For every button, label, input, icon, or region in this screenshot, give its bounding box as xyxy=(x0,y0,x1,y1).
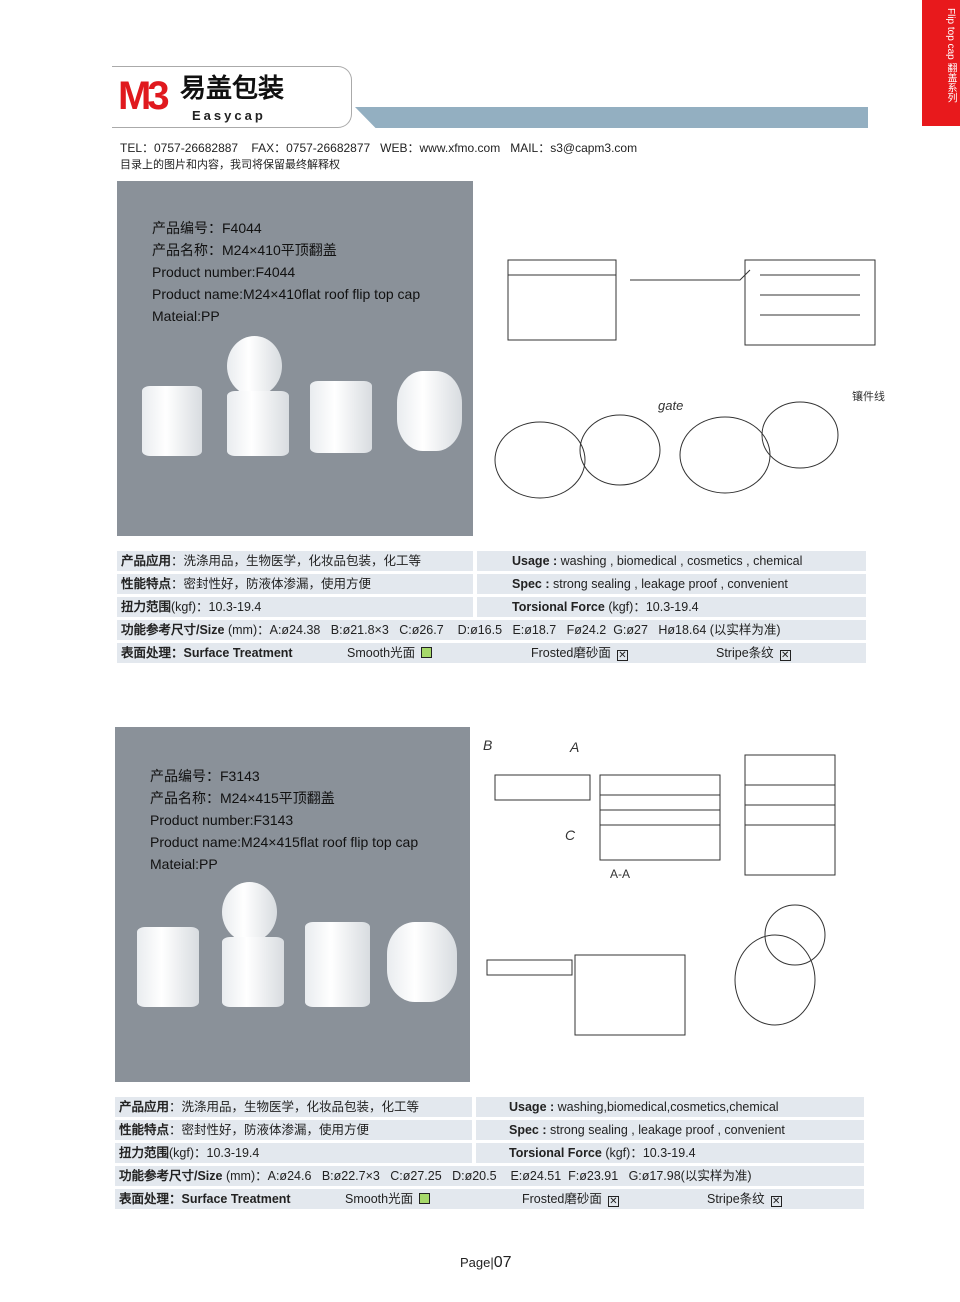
product-number-cn: 产品编号：F3143 xyxy=(150,768,260,784)
product-name-en: Product name:M24×415flat roof flip top c… xyxy=(150,834,419,850)
logo-english: Easycap xyxy=(192,108,266,123)
usage-en-row: Usage : washing , biomedical , cosmetics… xyxy=(477,551,866,571)
size-row: 功能参考尺寸/Size (mm)：A:ø24.38 B:ø21.8×3 C:ø2… xyxy=(117,620,866,640)
page-number: Page|07 xyxy=(460,1254,512,1271)
product-name-cn: 产品名称：M24×415平顶翻盖 xyxy=(150,790,335,806)
technical-drawing: B A C A-A xyxy=(483,737,836,1036)
section-a-label: A xyxy=(569,739,579,755)
technical-drawing: gate 镶件线 xyxy=(494,259,885,499)
usage-en-row: Usage : washing,biomedical,cosmetics,che… xyxy=(476,1097,864,1117)
checkbox-crossed: ✕ xyxy=(770,1196,782,1207)
torque-en-row: Torsional Force (kgf)：10.3-19.4 xyxy=(476,1143,864,1163)
spec-en-row: Spec : strong sealing , leakage proof , … xyxy=(476,1120,864,1140)
product-name-cn: 产品名称：M24×410平顶翻盖 xyxy=(152,242,337,258)
torque-cn-row: 扭力范围(kgf)：10.3-19.4 xyxy=(117,597,473,617)
spec-cn-row: 性能特点：密封性好，防液体渗漏，使用方便 xyxy=(117,574,473,594)
surface-option-smooth: Smooth光面 xyxy=(347,643,433,663)
section-c-label: C xyxy=(565,827,576,843)
logo-chinese: 易盖包装 xyxy=(180,74,285,104)
contact-info: TEL：0757-26682887 FAX：0757-26682877 WEB：… xyxy=(120,141,638,155)
torque-en-row: Torsional Force (kgf)：10.3-19.4 xyxy=(477,597,866,617)
spec-en-row: Spec : strong sealing , leakage proof , … xyxy=(477,574,866,594)
material: Mateial:PP xyxy=(152,308,220,324)
cap-photo-side xyxy=(305,922,370,1007)
checkbox-crossed: ✕ xyxy=(607,1196,619,1207)
section-tab: Flip top cap 翻盖系列 xyxy=(922,0,960,126)
torque-cn-row: 扭力范围(kgf)：10.3-19.4 xyxy=(115,1143,472,1163)
cap-photo-bottom xyxy=(397,371,462,451)
cap-photo-open xyxy=(222,937,284,1007)
surface-option-smooth: Smooth光面 xyxy=(345,1189,431,1209)
surface-option-stripe: Stripe条纹✕ xyxy=(707,1192,782,1207)
product-number-cn: 产品编号：F4044 xyxy=(152,220,262,236)
cap-photo-lid xyxy=(222,882,277,942)
logo-mark: M3 xyxy=(118,74,170,118)
surface-row: 表面处理：Surface Treatment Smooth光面 Frosted磨… xyxy=(117,643,866,663)
cap-photo-closed xyxy=(142,386,202,456)
cap-photo-side xyxy=(310,381,372,453)
checkbox-crossed: ✕ xyxy=(779,650,791,661)
product-photo-panel: 产品编号：F3143 产品名称：M24×415平顶翻盖 Product numb… xyxy=(115,727,470,1082)
usage-cn-row: 产品应用：洗涤用品，生物医学，化妆品包装，化工等 xyxy=(117,551,473,571)
material: Mateial:PP xyxy=(150,856,218,872)
gate-label: gate xyxy=(658,398,683,413)
insert-line-label: 镶件线 xyxy=(852,389,885,403)
checkbox-checked xyxy=(421,647,433,658)
spec-cn-row: 性能特点：密封性好，防液体渗漏，使用方便 xyxy=(115,1120,472,1140)
usage-cn-row: 产品应用：洗涤用品，生物医学，化妆品包装，化工等 xyxy=(115,1097,472,1117)
surface-option-stripe: Stripe条纹✕ xyxy=(716,646,791,661)
product-name-en: Product name:M24×410flat roof flip top c… xyxy=(152,286,421,302)
cap-photo-lid xyxy=(227,336,282,396)
surface-option-frosted: Frosted磨砂面✕ xyxy=(522,1192,619,1207)
product-number-en: Product number:F4044 xyxy=(152,264,296,280)
header-band xyxy=(355,107,868,128)
section-b-label: B xyxy=(483,737,492,753)
surface-option-frosted: Frosted磨砂面✕ xyxy=(531,646,628,661)
checkbox-crossed: ✕ xyxy=(616,650,628,661)
surface-row: 表面处理：Surface Treatment Smooth光面 Frosted磨… xyxy=(115,1189,864,1209)
product-number-en: Product number:F3143 xyxy=(150,812,294,828)
product-photo-panel: 产品编号：F4044 产品名称：M24×410平顶翻盖 Product numb… xyxy=(117,181,473,536)
cap-photo-open xyxy=(227,391,289,456)
size-row: 功能参考尺寸/Size (mm)：A:ø24.6 B:ø22.7×3 C:ø27… xyxy=(115,1166,864,1186)
disclaimer: 目录上的图片和内容，我司将保留最终解释权 xyxy=(120,159,340,171)
logo-frame xyxy=(112,66,352,128)
checkbox-checked xyxy=(419,1193,431,1204)
cap-photo-bottom xyxy=(387,922,457,1002)
cap-photo-closed xyxy=(137,927,199,1007)
section-aa-label: A-A xyxy=(610,867,630,881)
